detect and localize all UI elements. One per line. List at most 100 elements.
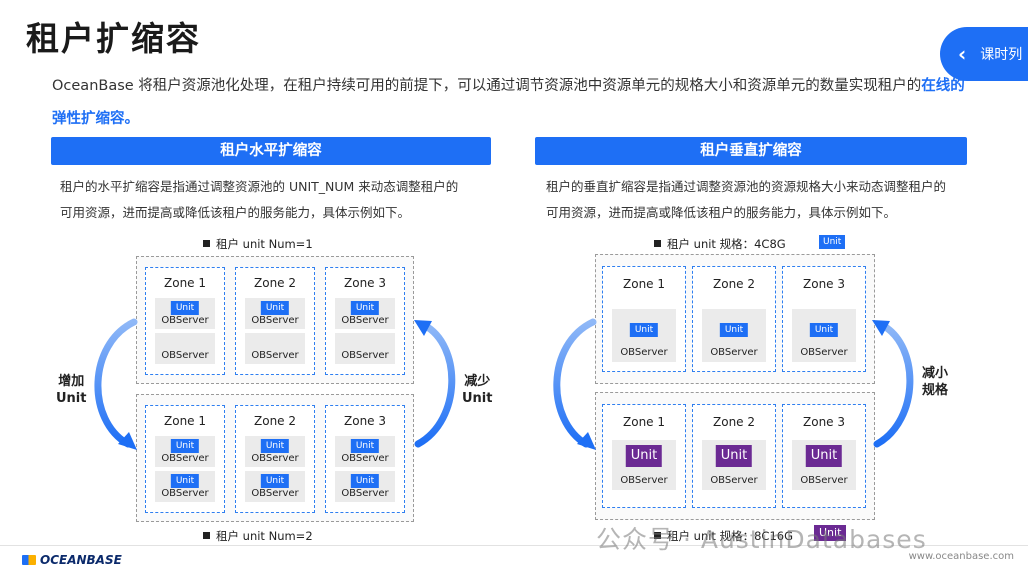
oceanbase-logo-icon — [22, 555, 36, 565]
observer-label: OBServer — [341, 488, 389, 499]
zone-title: Zone 3 — [803, 415, 845, 429]
zone-title: Zone 1 — [623, 277, 665, 291]
bullet-square-icon — [203, 240, 210, 247]
shrink-spec-arrow-head-icon — [872, 320, 890, 336]
horizontal-description: 租户的水平扩缩容是指通过调整资源池的 UNIT_NUM 来动态调整租户的可用资源… — [60, 179, 459, 220]
observer-label: OBServer — [800, 347, 848, 358]
large-unit-chip: Unit — [625, 445, 663, 467]
reduce-unit-text: 减少 Unit — [462, 374, 493, 406]
unit-chip: Unit — [260, 301, 290, 315]
chevron-left-icon: ‹ — [958, 42, 967, 66]
horizontal-bottom-caption: 租户 unit Num=2 — [203, 528, 313, 544]
intro-highlight: 在线的弹性扩缩容。 — [52, 78, 965, 127]
caption-text: 租户 unit Num=2 — [216, 529, 313, 543]
vertical-banner: 租户垂直扩缩容 — [535, 137, 967, 165]
observer-label: OBServer — [161, 350, 209, 361]
observer-label: OBServer — [161, 453, 209, 464]
observer-label: OBServer — [620, 347, 668, 358]
observer-label: OBServer — [161, 488, 209, 499]
zone-title: Zone 1 — [164, 414, 206, 428]
shrink-spec-label: 减小 规格 — [922, 365, 948, 399]
bullet-square-icon — [203, 532, 210, 539]
observer-label: OBServer — [251, 488, 299, 499]
large-unit-chip: Unit — [715, 445, 753, 467]
footer-divider — [0, 545, 1028, 546]
vertical-bottom-caption: 租户 unit 规格：8C16G — [654, 528, 793, 544]
observer-label: OBServer — [341, 315, 389, 326]
observer-box: OBServer — [245, 333, 305, 364]
course-list-label: 课时列 — [980, 47, 1023, 63]
observer-label: OBServer — [251, 315, 299, 326]
zone-title: Zone 2 — [254, 414, 296, 428]
observer-label: OBServer — [710, 347, 758, 358]
reduce-unit-label: 减少 Unit — [462, 373, 492, 407]
intro-paragraph: OceanBase 将租户资源池化处理，在租户持续可用的前提下，可以通过调节资源… — [52, 70, 972, 136]
add-unit-arrow-icon — [94, 318, 138, 448]
observer-label: OBServer — [341, 453, 389, 464]
zone-title: Zone 2 — [254, 276, 296, 290]
observer-label: OBServer — [161, 315, 209, 326]
unit-chip: Unit — [260, 439, 290, 453]
horizontal-banner: 租户水平扩缩容 — [51, 137, 491, 165]
unit-chip: Unit — [809, 323, 839, 337]
scale-up-arrow-head-icon — [577, 432, 596, 450]
caption-text: 租户 unit Num=1 — [216, 237, 313, 251]
intro-text: OceanBase 将租户资源池化处理，在租户持续可用的前提下，可以通过调节资源… — [52, 78, 922, 94]
observer-label: OBServer — [341, 350, 389, 361]
zone-title: Zone 2 — [713, 277, 755, 291]
observer-label: OBServer — [620, 475, 668, 486]
vertical-description: 租户的垂直扩缩容是指通过调整资源池的资源规格大小来动态调整租户的可用资源，进而提… — [546, 179, 947, 220]
oceanbase-logo: OCEANBASE — [22, 553, 122, 567]
unit-chip: Unit — [350, 474, 380, 488]
reduce-unit-arrow-icon — [414, 321, 456, 448]
bullet-square-icon — [654, 240, 661, 247]
observer-box: OBServer — [335, 333, 395, 364]
unit-legend-chip: Unit — [819, 235, 846, 249]
big-unit-legend-chip: Unit — [814, 525, 847, 541]
zone-title: Zone 3 — [803, 277, 845, 291]
shrink-spec-arrow-icon — [873, 321, 914, 448]
reduce-unit-arrow-head-icon — [414, 320, 432, 336]
zone-title: Zone 1 — [164, 276, 206, 290]
vertical-top-caption: 租户 unit 规格：4C8G — [654, 236, 786, 252]
unit-chip: Unit — [350, 301, 380, 315]
shrink-spec-text: 减小 规格 — [922, 366, 949, 398]
zone-title: Zone 2 — [713, 415, 755, 429]
caption-text: 租户 unit 规格：8C16G — [667, 529, 793, 543]
page-title: 租户扩缩容 — [26, 19, 201, 58]
add-unit-text: 增加 Unit — [56, 374, 87, 406]
unit-chip: Unit — [170, 439, 200, 453]
large-unit-chip: Unit — [805, 445, 843, 467]
unit-chip: Unit — [170, 474, 200, 488]
course-list-button[interactable]: ‹ 课时列 — [940, 27, 1028, 81]
unit-chip: Unit — [719, 323, 749, 337]
